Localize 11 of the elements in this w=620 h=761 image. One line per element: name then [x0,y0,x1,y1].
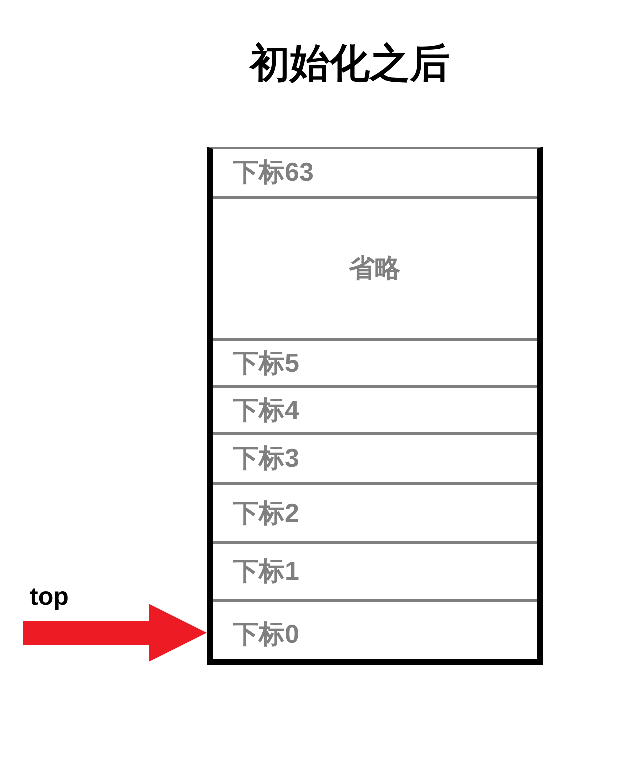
stack-box [207,147,543,665]
cell-text: 下标5 [233,346,300,380]
cell-text: 下标2 [233,496,300,530]
cell-text: 下标0 [233,618,300,651]
cell-text: 下标4 [233,394,300,426]
cell-text: 下标3 [233,442,300,475]
cell-text: 下标1 [233,555,300,588]
cell-text: 省略 [349,252,401,285]
title: 初始化之后 [248,41,451,88]
cell-text: 下标63 [233,156,314,189]
arrow [23,604,207,662]
